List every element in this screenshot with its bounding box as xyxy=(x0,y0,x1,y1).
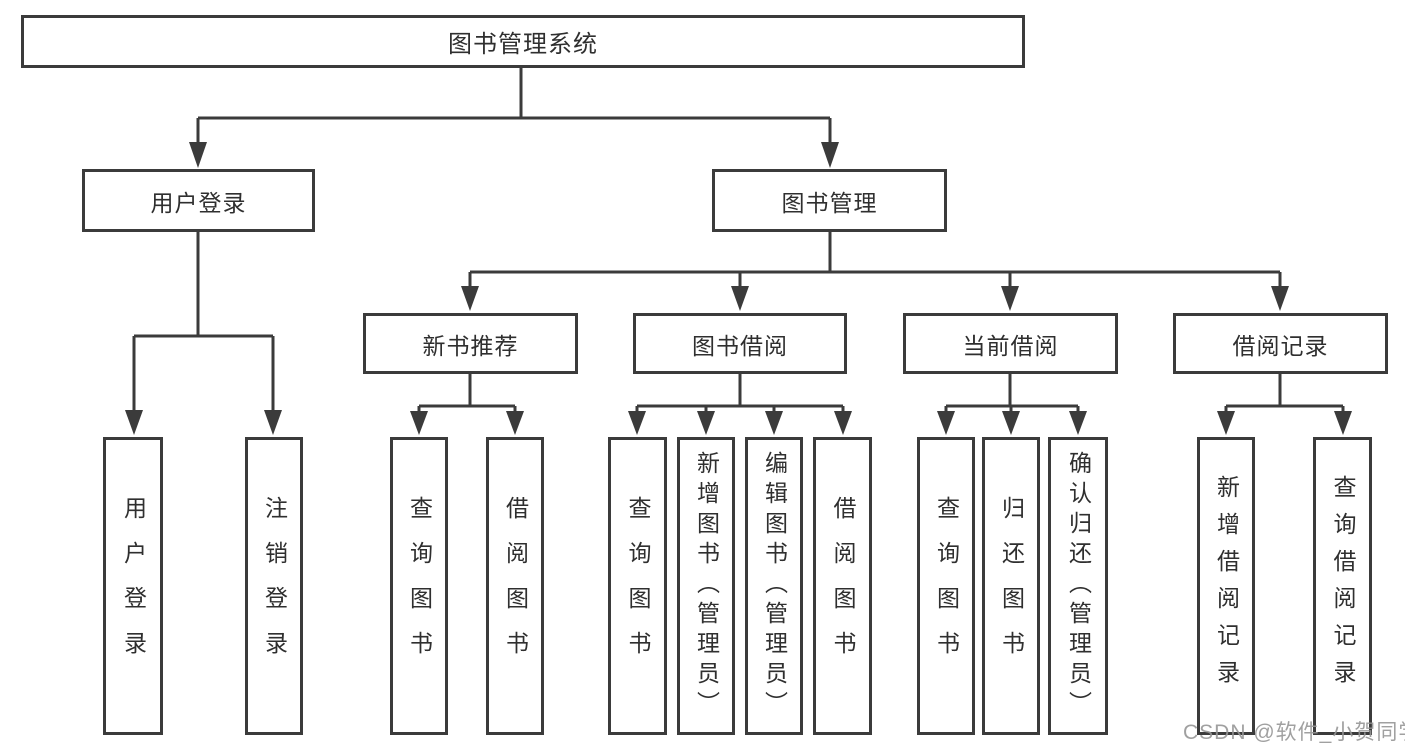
node-label: 查询图书 xyxy=(933,496,960,676)
node-label: 查询借阅记录 xyxy=(1330,475,1356,697)
node-label: 图书管理系统 xyxy=(448,31,598,58)
node-label: 图书借阅 xyxy=(692,332,788,359)
leaf-query-books-borrowing: 查询图书 xyxy=(608,437,667,735)
leaf-borrow-books-borrowing: 借阅图书 xyxy=(813,437,872,735)
leaf-edit-book-admin: 编辑图书（管理员） xyxy=(745,437,803,735)
node-label: 借阅图书 xyxy=(830,496,856,676)
node-borrowing-records: 借阅记录 xyxy=(1173,313,1388,374)
leaf-query-borrow-record: 查询借阅记录 xyxy=(1313,437,1372,735)
node-label: 查询图书 xyxy=(406,496,433,676)
leaf-logout: 注销登录 xyxy=(245,437,303,735)
csdn-watermark: CSDN @软件_小贺同学 xyxy=(1183,721,1405,744)
node-label: 注销登录 xyxy=(261,496,288,676)
leaf-confirm-return-admin: 确认归还（管理员） xyxy=(1048,437,1108,735)
node-library-management-system: 图书管理系统 xyxy=(21,15,1025,68)
leaf-return-book: 归还图书 xyxy=(982,437,1040,735)
node-label: 归还图书 xyxy=(998,496,1025,676)
leaf-add-book-admin: 新增图书（管理员） xyxy=(677,437,735,735)
leaf-query-books-current: 查询图书 xyxy=(917,437,975,735)
leaf-borrow-books-recommend: 借阅图书 xyxy=(486,437,544,735)
node-label: 用户登录 xyxy=(150,189,247,216)
node-label: 确认归还（管理员） xyxy=(1065,451,1092,721)
node-new-book-recommend: 新书推荐 xyxy=(363,313,578,374)
node-label: 当前借阅 xyxy=(962,332,1059,359)
node-label: 图书管理 xyxy=(781,189,878,216)
node-current-borrowing: 当前借阅 xyxy=(903,313,1118,374)
node-book-borrowing: 图书借阅 xyxy=(633,313,847,374)
leaf-query-books-recommend: 查询图书 xyxy=(390,437,448,735)
leaf-user-login: 用户登录 xyxy=(103,437,163,735)
node-label: 编辑图书（管理员） xyxy=(761,451,788,721)
node-book-management: 图书管理 xyxy=(712,169,947,232)
node-label: 新增借阅记录 xyxy=(1213,475,1240,697)
leaf-add-borrow-record: 新增借阅记录 xyxy=(1197,437,1255,735)
node-user-login: 用户登录 xyxy=(82,169,315,232)
node-label: 新书推荐 xyxy=(422,332,519,359)
node-label: 借阅图书 xyxy=(502,496,529,676)
node-label: 查询图书 xyxy=(625,496,651,676)
node-label: 用户登录 xyxy=(120,496,147,676)
node-label: 新增图书（管理员） xyxy=(693,451,720,721)
node-label: 借阅记录 xyxy=(1232,332,1329,359)
